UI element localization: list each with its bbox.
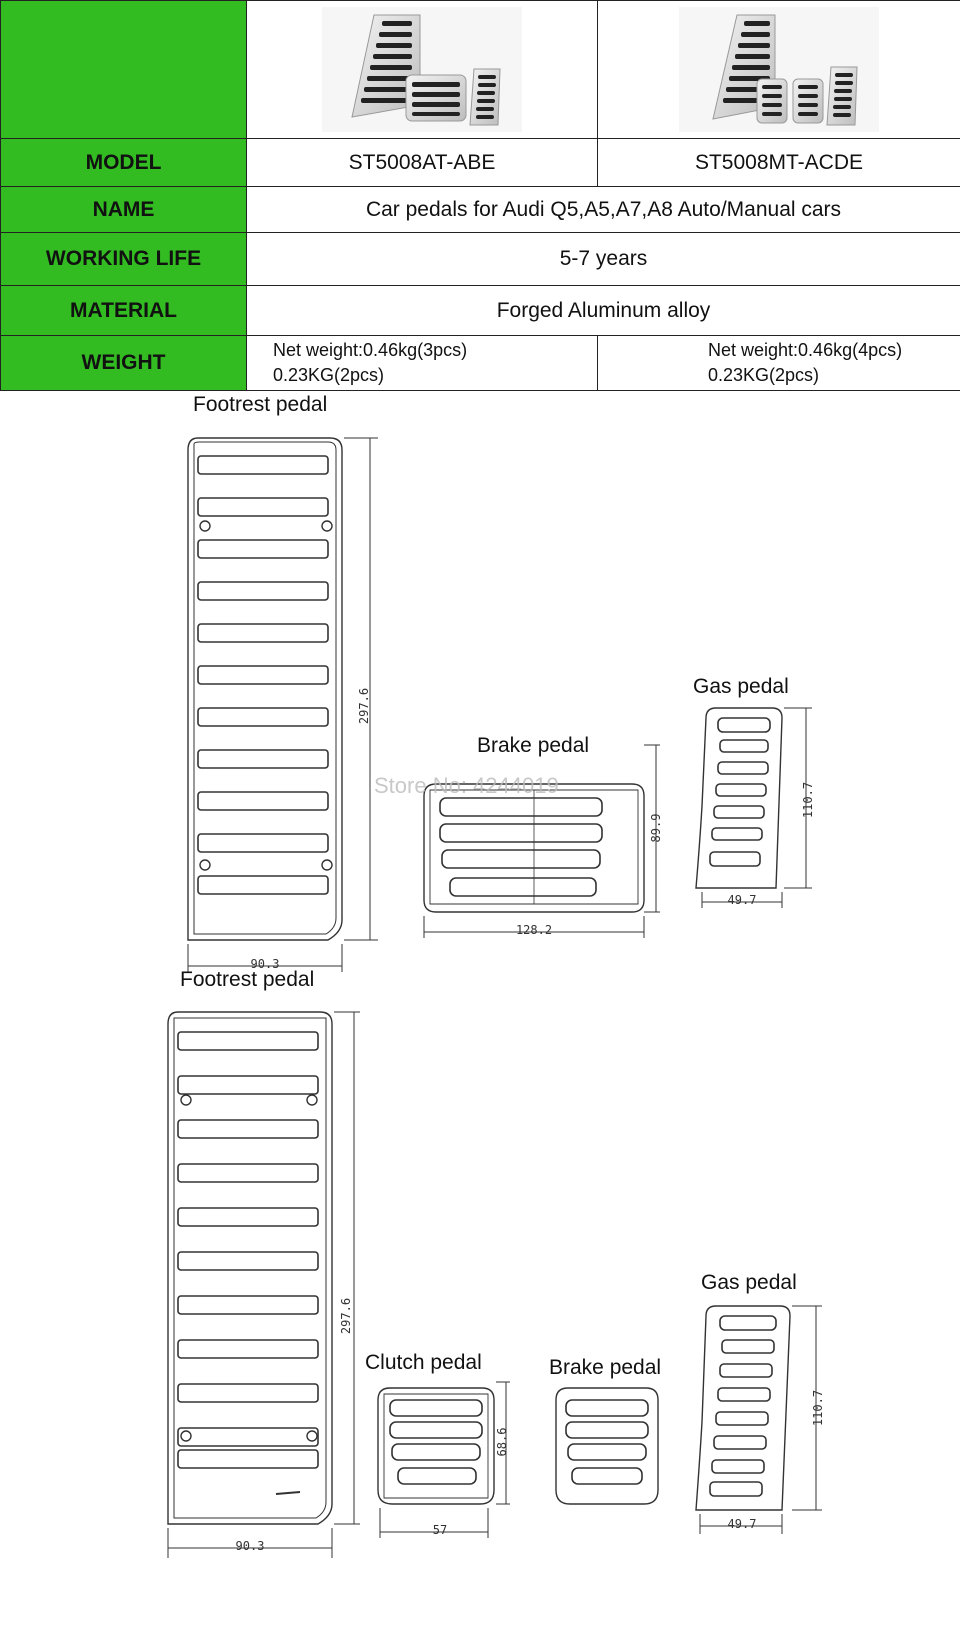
auto-footrest-label: Footrest pedal xyxy=(193,393,327,416)
auto-gas-height: 110.7 xyxy=(801,782,815,818)
manual-clutch-label: Clutch pedal xyxy=(365,1351,482,1374)
auto-pedals-photo xyxy=(322,7,522,132)
technical-drawings: Footrest pedal 297.6 xyxy=(0,392,960,1644)
store-watermark: Store No: 4244019 xyxy=(374,773,559,798)
manual-footrest-height: 297.6 xyxy=(339,1298,353,1334)
manual-brake-drawing xyxy=(555,1387,659,1505)
auto-gas-drawing xyxy=(695,707,812,908)
spec-table: MODEL ST5008AT-ABE ST5008MT-ACDE NAME Ca… xyxy=(0,0,960,392)
name-label: NAME xyxy=(0,186,247,233)
manual-clutch-width: 57 xyxy=(433,1523,447,1537)
model-label: MODEL xyxy=(0,138,247,187)
weight-auto-line2: 0.23KG(2pcs) xyxy=(273,365,385,385)
manual-gas-label: Gas pedal xyxy=(701,1271,797,1294)
auto-footrest-height: 297.6 xyxy=(357,688,371,724)
auto-gas-label: Gas pedal xyxy=(693,675,789,698)
manual-gas-height: 110.7 xyxy=(811,1390,825,1426)
auto-brake-width: 128.2 xyxy=(516,923,552,937)
product-photo-auto xyxy=(246,0,598,139)
manual-clutch-drawing xyxy=(377,1381,510,1538)
weight-auto-line1: Net weight:0.46kg(3pcs) xyxy=(273,340,468,360)
manual-gas-drawing xyxy=(695,1305,822,1534)
manual-footrest-width: 90.3 xyxy=(236,1539,265,1553)
model-value-auto: ST5008AT-ABE xyxy=(246,138,598,187)
weight-label: WEIGHT xyxy=(0,335,247,391)
working-life-label: WORKING LIFE xyxy=(0,232,247,286)
auto-brake-drawing xyxy=(423,744,660,938)
material-label: MATERIAL xyxy=(0,285,247,336)
auto-gas-width: 49.7 xyxy=(728,893,757,907)
auto-footrest-drawing xyxy=(187,437,378,972)
name-value: Car pedals for Audi Q5,A5,A7,A8 Auto/Man… xyxy=(246,186,960,233)
manual-brake-label: Brake pedal xyxy=(549,1356,661,1379)
manual-footrest-drawing xyxy=(167,1011,360,1558)
table-corner xyxy=(0,0,247,139)
product-photo-manual xyxy=(597,0,960,139)
weight-value-auto: Net weight:0.46kg(3pcs) 0.23KG(2pcs) xyxy=(246,335,598,391)
weight-value-manual: Net weight:0.46kg(4pcs) 0.23KG(2pcs) xyxy=(597,335,960,391)
manual-footrest-label: Footrest pedal xyxy=(180,968,314,991)
working-life-value: 5-7 years xyxy=(246,232,960,286)
auto-brake-height: 89.9 xyxy=(649,814,663,843)
manual-pedals-photo xyxy=(679,7,879,132)
auto-brake-label: Brake pedal xyxy=(477,734,589,757)
auto-footrest-width: 90.3 xyxy=(251,957,280,971)
weight-manual-line1: Net weight:0.46kg(4pcs) xyxy=(708,340,903,360)
material-value: Forged Aluminum alloy xyxy=(246,285,960,336)
model-value-manual: ST5008MT-ACDE xyxy=(597,138,960,187)
weight-manual-line2: 0.23KG(2pcs) xyxy=(708,365,820,385)
manual-clutch-height: 68.6 xyxy=(495,1428,509,1457)
manual-gas-width: 49.7 xyxy=(728,1517,757,1531)
